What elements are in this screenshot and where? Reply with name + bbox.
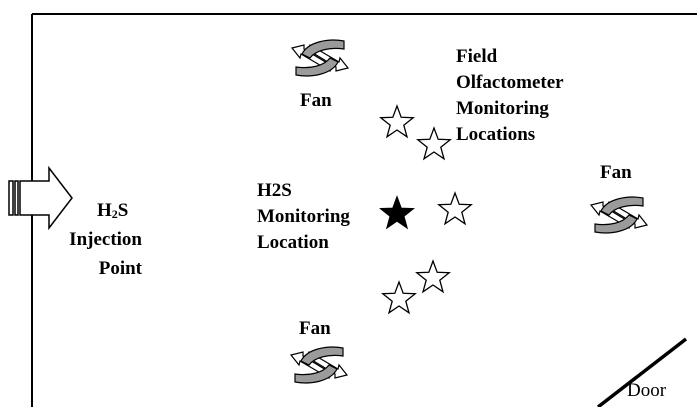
injection-label-line: Injection (69, 229, 142, 250)
field-label-line: Olfactometer (456, 72, 564, 93)
h2s-label-line: H2S (257, 180, 292, 201)
fan-icon (290, 346, 348, 384)
injection-formula: H2S (97, 200, 129, 221)
field-label-line: Field (456, 46, 498, 67)
star-outline-icon (380, 105, 414, 138)
injection-arrow-icon (8, 165, 73, 231)
fan-icon (590, 196, 648, 234)
field-label-line: Monitoring (456, 98, 549, 119)
door-label: Door (627, 380, 667, 401)
fan-label-bottom: Fan (299, 318, 331, 339)
h2s-label-line: Monitoring (257, 206, 350, 227)
field-label-line: Locations (456, 124, 536, 145)
door (596, 337, 688, 407)
star-outline-icon (417, 127, 451, 160)
star-outline-icon (416, 260, 450, 293)
star-outline-icon (382, 281, 416, 314)
fan-label-top: Fan (300, 90, 332, 111)
fan-label-right: Fan (600, 162, 632, 183)
star-outline-icon (438, 192, 472, 225)
h2s-label-line: Location (257, 232, 329, 253)
fan-icon (291, 39, 349, 77)
injection-label-line: Point (98, 258, 142, 279)
star-filled-icon (380, 196, 414, 229)
